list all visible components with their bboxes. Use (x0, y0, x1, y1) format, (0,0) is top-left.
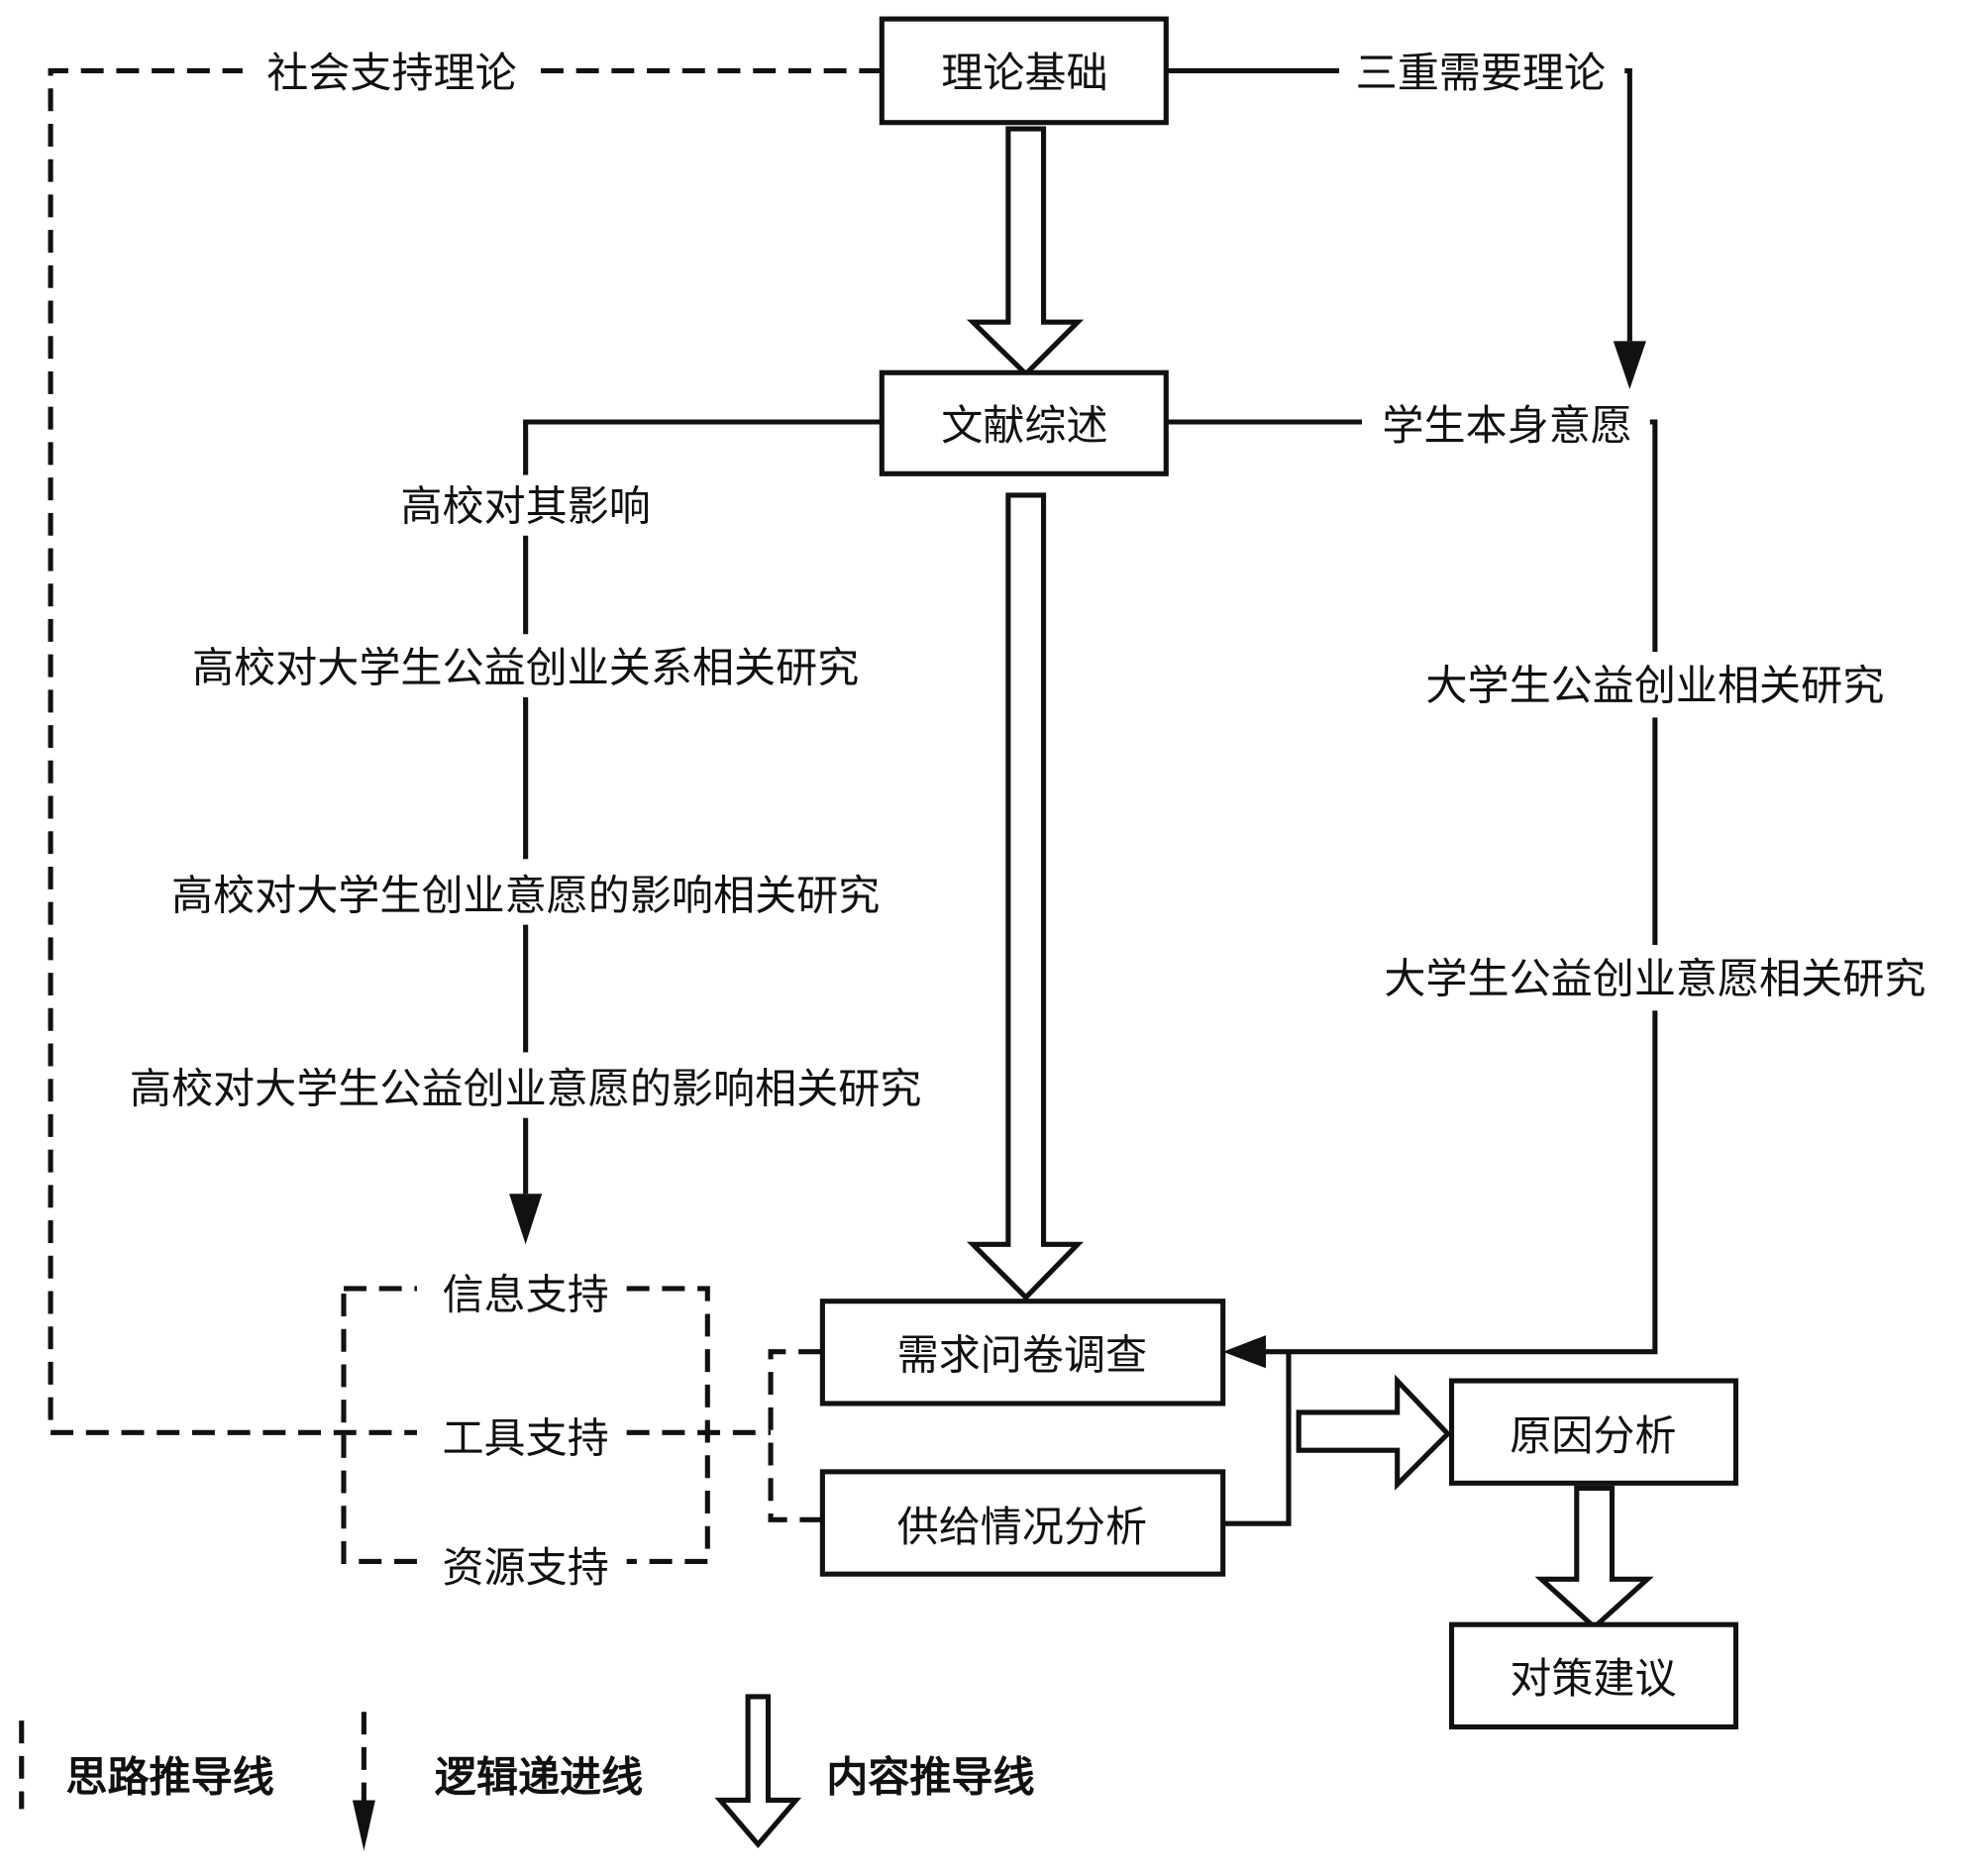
social-support-dashed-line (48, 67, 883, 1435)
legend: 思路推导线 逻辑递进线 内容推导线 (19, 1694, 1035, 1851)
node-literature-review-label: 文献综述 (941, 401, 1107, 450)
supply-join-line (1222, 1351, 1292, 1526)
node-theory-basis-label: 理论基础 (941, 49, 1107, 97)
label-bg (1339, 38, 1625, 104)
node-demand-survey-label: 需求问卷调查 (897, 1331, 1147, 1380)
node-demand-survey[interactable]: 需求问卷调查 (819, 1299, 1226, 1407)
node-supply-analysis[interactable]: 供给情况分析 (819, 1469, 1226, 1577)
content-arrow-cause-to-countermeasures (1534, 1485, 1654, 1631)
content-arrow-literature-to-survey (966, 492, 1085, 1302)
node-theory-basis[interactable]: 理论基础 (879, 16, 1169, 126)
label-bg (1339, 945, 1971, 1011)
hollow-arrow-icon (714, 1694, 802, 1849)
legend-item: 内容推导线 (714, 1694, 1035, 1849)
legend-item: 思路推导线 (19, 1720, 274, 1810)
node-countermeasures-label: 对策建议 (1510, 1654, 1676, 1703)
right-chain-item: 大学生公益创业意愿相关研究 (1384, 954, 1926, 1002)
university-chain-arrowhead-icon (509, 1194, 543, 1245)
left-chain-item: 高校对大学生公益创业意愿的影响相关研究 (130, 1064, 921, 1112)
triple-needs-line (1166, 67, 1632, 342)
right-chain-arrowhead-icon (1222, 1335, 1267, 1369)
support-item: 资源支持 (442, 1543, 608, 1592)
left-chain-item: 高校对大学生公益创业关系相关研究 (192, 644, 859, 692)
content-arrow-to-cause-analysis (1296, 1374, 1452, 1491)
student-willingness-line (1166, 419, 1658, 1355)
dashed-arrow-head-icon (352, 1800, 375, 1851)
label-bg (107, 859, 944, 925)
legend-label: 内容推导线 (826, 1753, 1034, 1802)
university-influence-label: 高校对其影响 (400, 481, 650, 530)
label-bg (62, 1052, 989, 1118)
support-item: 信息支持 (442, 1270, 608, 1318)
legend-label: 思路推导线 (65, 1753, 273, 1802)
node-countermeasures[interactable]: 对策建议 (1448, 1621, 1739, 1730)
social-support-theory-label: 社会支持理论 (266, 49, 516, 97)
legend-item: 逻辑递进线 (352, 1712, 643, 1851)
triple-needs-theory-label: 三重需要理论 (1356, 49, 1606, 97)
content-arrow-theory-to-literature (966, 126, 1085, 378)
label-bg (242, 38, 541, 104)
label-bg (365, 474, 685, 536)
node-cause-analysis[interactable]: 原因分析 (1448, 1378, 1739, 1486)
support-group-dashed-frame (341, 1286, 710, 1564)
label-bg (1387, 652, 1924, 718)
survey-bracket-dashed-line (768, 1349, 822, 1522)
label-bg (1361, 391, 1650, 456)
node-literature-review[interactable]: 文献综述 (879, 369, 1169, 476)
node-cause-analysis-label: 原因分析 (1510, 1411, 1676, 1460)
support-group: 信息支持 工具支持 资源支持 (341, 1270, 822, 1592)
label-bg (132, 634, 919, 698)
support-item: 工具支持 (442, 1414, 608, 1463)
left-chain-item: 高校对大学生创业意愿的影响相关研究 (171, 871, 880, 919)
right-chain-item: 大学生公益创业相关研究 (1425, 662, 1884, 710)
legend-label: 逻辑递进线 (435, 1753, 643, 1802)
node-supply-analysis-label: 供给情况分析 (897, 1503, 1147, 1551)
student-willingness-label: 学生本身意愿 (1382, 401, 1631, 450)
university-influence-line (523, 419, 883, 1195)
triple-needs-arrowhead-icon (1613, 341, 1646, 389)
